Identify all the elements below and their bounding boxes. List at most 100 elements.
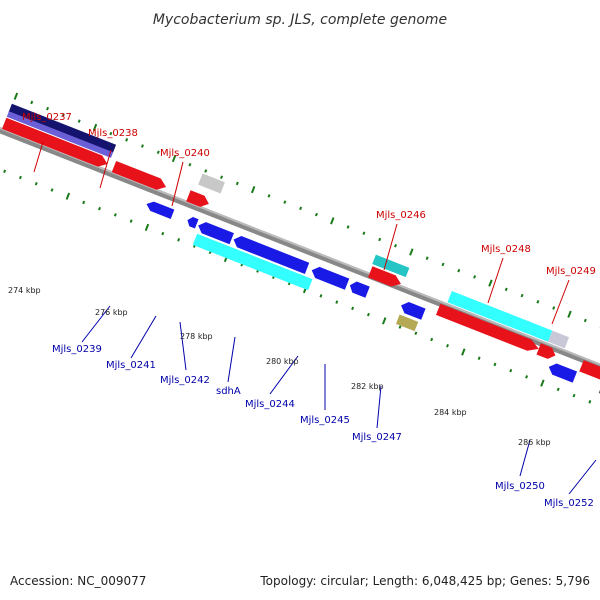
gene-label: Mjls_0240 <box>160 148 210 159</box>
gene-block-sdha <box>192 233 313 291</box>
tick-mark <box>567 310 572 318</box>
reverse-gene-labels: Mjls_0239 Mjls_0241 Mjls_0242 sdhA Mjls_… <box>52 344 594 509</box>
tick-mark <box>425 256 429 260</box>
tick-mark <box>125 138 129 142</box>
tick-mark <box>50 188 54 192</box>
tick-mark <box>457 268 461 273</box>
gene-label: Mjls_0239 <box>52 344 102 355</box>
gene-label: Mjls_0245 <box>300 415 350 426</box>
kbp-label: 284 kbp <box>434 408 467 417</box>
kbp-label: 280 kbp <box>266 357 299 366</box>
tick-mark <box>220 175 224 179</box>
callout-line <box>551 279 570 325</box>
tick-mark <box>398 325 402 329</box>
tick-mark <box>65 192 71 200</box>
tick-mark <box>13 92 19 100</box>
tick-mark <box>144 223 150 231</box>
tick-mark <box>446 343 449 348</box>
tick-mark <box>552 306 556 310</box>
tick-mark <box>335 300 339 304</box>
kbp-label: 276 kbp <box>95 308 128 317</box>
tick-mark <box>250 186 256 194</box>
forward-strand <box>1 103 600 392</box>
tick-mark <box>204 169 208 173</box>
tick-mark <box>156 150 160 155</box>
tick-mark <box>82 200 86 205</box>
kbp-label: 278 kbp <box>180 332 213 341</box>
callout-line <box>376 385 382 429</box>
gene-label: Mjls_0248 <box>481 244 531 255</box>
tick-mark <box>583 318 587 323</box>
callout-line <box>99 149 112 189</box>
gene-arrow-mjls-0244 <box>311 266 350 290</box>
tick-mark <box>171 154 177 163</box>
tick-mark <box>77 119 81 123</box>
tick-mark <box>267 194 271 198</box>
gene-arrow <box>579 360 600 392</box>
tick-mark <box>161 231 165 236</box>
gene-arrow-mjls-0241 <box>187 216 199 229</box>
tick-mark <box>330 217 335 225</box>
callout-line <box>568 459 597 495</box>
tick-mark <box>34 181 38 186</box>
tick-mark <box>366 312 370 317</box>
gene-arrow-mjls-0240 <box>186 190 209 207</box>
callout-lines <box>33 141 597 495</box>
gene-label: Mjls_0250 <box>495 481 545 492</box>
gene-arrow-mjls-0250 <box>548 363 578 383</box>
tick-mark <box>346 225 350 229</box>
callout-line <box>33 141 44 173</box>
kbp-label: 282 kbp <box>351 382 384 391</box>
gene-block <box>547 330 570 349</box>
gene-arrow <box>368 266 401 287</box>
callout-line <box>130 315 157 359</box>
tick-mark <box>109 131 113 136</box>
gene-arrow-mjls-0237 <box>1 117 108 167</box>
tick-mark <box>556 387 560 392</box>
callout-line <box>269 355 299 395</box>
gene-arrow-mjls-0249 <box>536 343 556 359</box>
tick-mark <box>140 144 144 148</box>
gene-label: Mjls_0244 <box>245 399 295 410</box>
map-title: Mycobacterium sp. JLS, complete genome <box>153 12 447 28</box>
gene-label: Mjls_0241 <box>106 360 156 371</box>
gene-arrow <box>198 222 234 245</box>
gene-label: Mjls_0246 <box>376 210 426 221</box>
tick-mark <box>441 262 445 267</box>
tick-mark <box>362 231 366 236</box>
tick-mark <box>61 113 65 117</box>
gene-block-grey <box>198 173 225 194</box>
gene-arrow <box>401 302 426 320</box>
gene-label: Mjls_0237 <box>22 112 72 123</box>
callout-line <box>383 223 398 271</box>
tick-mark <box>283 200 287 204</box>
gene-arrow <box>233 236 310 274</box>
tick-mark <box>378 237 382 242</box>
gene-label: sdhA <box>216 386 241 397</box>
tick-mark <box>488 279 493 287</box>
tick-mark <box>536 300 540 304</box>
gene-arrow-mjls-0245 <box>349 281 370 298</box>
gene-block <box>6 111 114 158</box>
tick-mark <box>299 206 303 211</box>
tick-mark <box>98 206 102 211</box>
tick-mark <box>461 348 466 356</box>
tick-mark <box>394 243 398 248</box>
accession-text: Accession: NC_009077 <box>10 574 147 588</box>
kbp-label: 286 kbp <box>518 438 551 447</box>
tick-mark <box>525 375 529 379</box>
kbp-labels: 274 kbp 276 kbp 278 kbp 280 kbp 282 kbp … <box>8 286 551 447</box>
tick-mark <box>540 379 545 387</box>
tick-mark <box>382 317 387 325</box>
tick-mark <box>504 287 508 292</box>
callout-line <box>227 336 236 383</box>
genome-summary-text: Topology: circular; Length: 6,048,425 bp… <box>260 574 590 588</box>
gene-block-mjls-0246 <box>372 254 410 278</box>
tick-mark <box>18 175 22 180</box>
tick-mark <box>473 275 477 279</box>
gene-arrow-mjls-0238 <box>111 160 167 190</box>
tick-rows <box>3 92 600 404</box>
forward-gene-labels: Mjls_0237 Mjls_0238 Mjls_0240 Mjls_0246 … <box>22 112 596 277</box>
tick-mark <box>177 238 181 242</box>
tick-mark <box>314 212 318 217</box>
